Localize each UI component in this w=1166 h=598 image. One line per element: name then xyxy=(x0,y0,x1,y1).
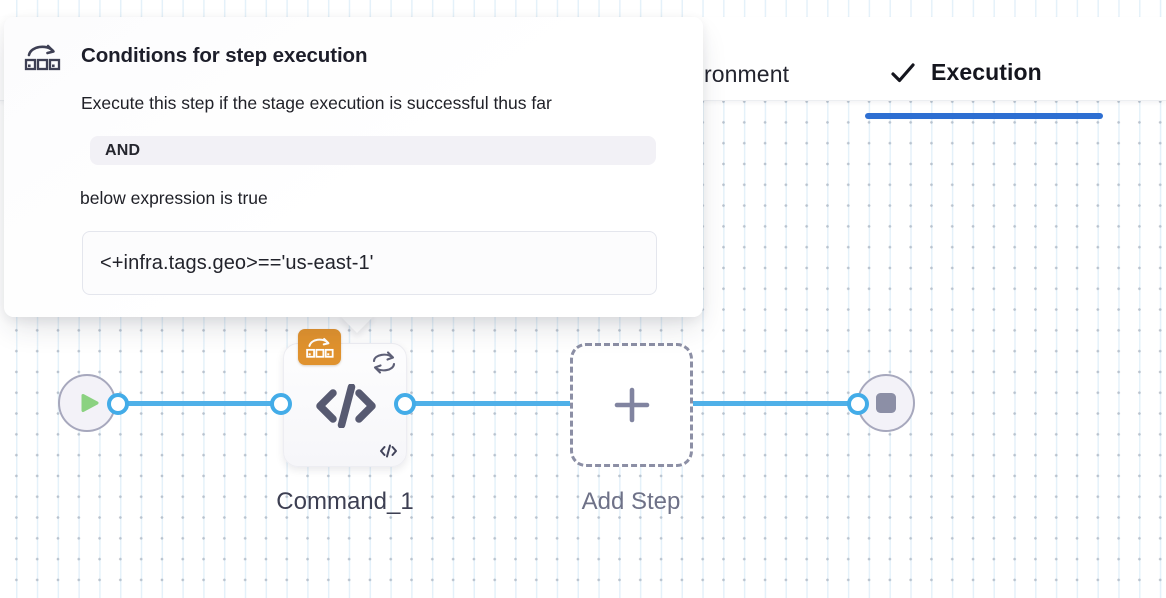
expression-text: <+infra.tags.geo>=='us-east-1' xyxy=(100,251,374,274)
play-icon xyxy=(80,393,100,413)
start-node xyxy=(58,374,116,432)
conditional-execution-badge[interactable] xyxy=(298,329,341,365)
port-step-in[interactable] xyxy=(270,393,292,415)
loop-icon xyxy=(368,348,400,378)
conditions-popover: Conditions for step execution Execute th… xyxy=(4,17,703,317)
conditional-execution-icon xyxy=(22,41,62,73)
operator-chip: AND xyxy=(90,136,656,165)
plus-icon xyxy=(613,386,651,424)
operator-chip-label: AND xyxy=(105,141,141,159)
port-step-out[interactable] xyxy=(394,393,416,415)
tab-execution[interactable]: Execution xyxy=(890,59,1042,86)
code-mini-icon xyxy=(379,444,398,458)
code-icon xyxy=(313,384,379,428)
popover-title: Conditions for step execution xyxy=(81,44,368,67)
port-start-out[interactable] xyxy=(107,393,129,415)
edge-add-to-end xyxy=(691,401,858,406)
expression-box: <+infra.tags.geo>=='us-east-1' xyxy=(82,231,657,295)
popover-description: Execute this step if the stage execution… xyxy=(81,93,552,113)
step-name-label: Command_1 xyxy=(276,488,414,515)
port-end-in[interactable] xyxy=(847,393,869,415)
expression-caption: below expression is true xyxy=(80,188,268,208)
add-step-label: Add Step xyxy=(581,488,681,515)
check-icon xyxy=(890,61,916,85)
tab-execution-label: Execution xyxy=(931,59,1042,85)
edge-step-to-add xyxy=(405,401,572,406)
stop-icon xyxy=(875,392,897,414)
active-tab-underline xyxy=(865,113,1103,119)
tab-environment[interactable]: ronment xyxy=(704,61,790,87)
step-command-card[interactable] xyxy=(283,343,407,467)
add-step-button[interactable] xyxy=(570,343,693,467)
edge-start-to-step xyxy=(118,401,281,406)
